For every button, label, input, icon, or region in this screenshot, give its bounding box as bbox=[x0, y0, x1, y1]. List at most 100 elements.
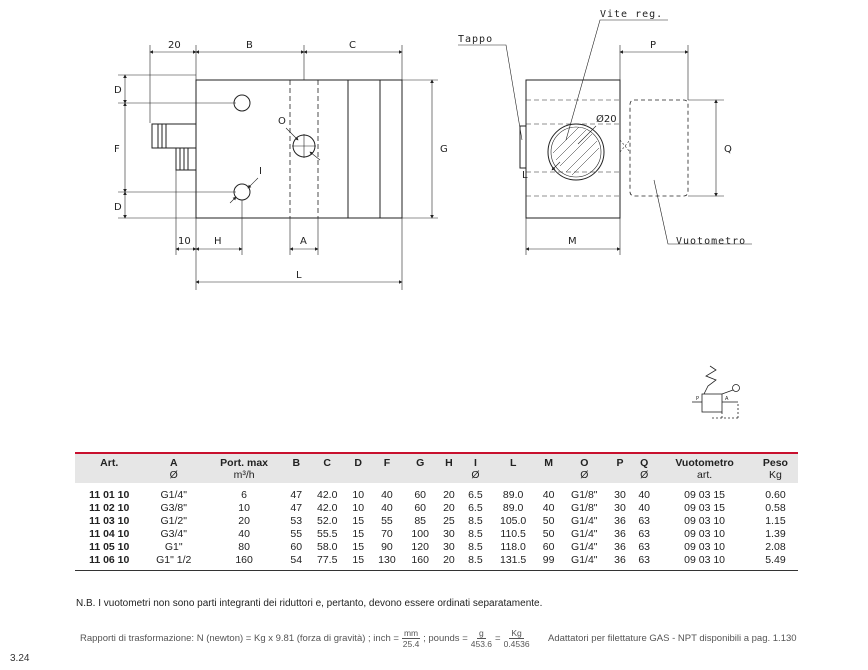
dim-c: C bbox=[349, 40, 356, 51]
table-cell: 36 bbox=[614, 515, 626, 527]
table-cell: 160 bbox=[235, 554, 253, 566]
dim-o: O bbox=[278, 116, 286, 127]
symbol-a-label: A bbox=[725, 396, 729, 402]
table-cell: G1/8" bbox=[571, 489, 598, 501]
column-header: D bbox=[346, 453, 370, 483]
table-cell: 110.5 bbox=[500, 528, 526, 540]
table-cell: 63 bbox=[638, 554, 651, 566]
table-cell: G1" bbox=[164, 541, 183, 553]
table-cell: 2.08 bbox=[765, 541, 786, 553]
table-cell: G1/4" bbox=[571, 554, 598, 566]
column-header-unit: Ø bbox=[580, 469, 589, 481]
fraction-pound-kg-den: 0.4536 bbox=[503, 639, 530, 649]
table-cell: 8.5 bbox=[468, 554, 483, 566]
table-cell: 5.49 bbox=[765, 554, 786, 566]
table-cell: 55.5 bbox=[317, 528, 338, 540]
column-header-unit: Ø bbox=[471, 469, 480, 481]
table-cell: 130 bbox=[378, 554, 396, 566]
table-cell: 40 bbox=[381, 489, 393, 501]
conversion-mid: ; pounds = bbox=[423, 633, 468, 644]
column-header-unit: m³/h bbox=[233, 469, 255, 481]
table-cell: 63 bbox=[638, 528, 651, 540]
fraction-inch-den: 25.4 bbox=[402, 639, 420, 649]
table-cell: 90 bbox=[381, 541, 393, 553]
column-header: P bbox=[608, 453, 632, 483]
table-cell: 15 bbox=[352, 528, 365, 540]
table-cell: 40 bbox=[542, 489, 555, 501]
dim-b: B bbox=[246, 40, 253, 51]
dim-a: A bbox=[300, 236, 307, 247]
table-cell: 47 bbox=[290, 502, 303, 514]
table-cell: 15 bbox=[352, 554, 365, 566]
column-header-label: L bbox=[509, 457, 517, 469]
column-header: F bbox=[370, 453, 403, 483]
column-header-unit bbox=[492, 469, 535, 481]
conversion-prefix: Rapporti di trasformazione: N (newton) =… bbox=[80, 633, 399, 644]
table-cell: 99 bbox=[542, 554, 555, 566]
table-note: N.B. I vuotometri non sono parti integra… bbox=[76, 598, 543, 609]
table-cell: 40 bbox=[542, 502, 555, 514]
column-header-unit bbox=[77, 469, 141, 481]
column-header-unit bbox=[372, 469, 401, 481]
column-header-unit bbox=[310, 469, 344, 481]
table-cell: 20 bbox=[443, 489, 455, 501]
table-cell: 0.60 bbox=[765, 489, 786, 501]
column-header-label: M bbox=[544, 457, 554, 469]
table-cell: 30 bbox=[614, 502, 626, 514]
table-cell: 8.5 bbox=[468, 528, 483, 540]
table-cell: 40 bbox=[238, 528, 250, 540]
table-cell: 20 bbox=[238, 515, 250, 527]
dim-q: Q bbox=[724, 144, 732, 155]
table-cell: 6 bbox=[241, 489, 248, 501]
dim-m: M bbox=[568, 236, 577, 247]
dim-p: P bbox=[650, 40, 656, 51]
column-header-unit: Ø bbox=[169, 469, 178, 481]
table-cell: 50 bbox=[542, 515, 555, 527]
table-cell: 09 03 15 bbox=[684, 502, 726, 514]
table-cell: 25 bbox=[443, 515, 455, 527]
table-cell: 20 bbox=[443, 502, 455, 514]
column-header-label: Q bbox=[640, 457, 649, 469]
column-header-unit bbox=[286, 469, 306, 481]
fraction-inch-num: mm bbox=[401, 628, 421, 639]
table-cell: 09 03 10 bbox=[684, 541, 726, 553]
table-cell: 53 bbox=[290, 515, 303, 527]
dim-l: L bbox=[296, 270, 302, 281]
fraction-pound-g-num: g bbox=[477, 628, 486, 639]
column-header-unit bbox=[610, 469, 630, 481]
table-cell: 63 bbox=[638, 541, 651, 553]
technical-drawing: 20 B C D F D G O I 10 H A L bbox=[114, 9, 752, 419]
column-header: H bbox=[437, 453, 461, 483]
column-header-label: Peso bbox=[762, 457, 788, 469]
front-view-labels: 20 B C D F D G O I 10 H A L bbox=[114, 40, 448, 281]
table-cell: 09 03 10 bbox=[684, 528, 726, 540]
column-header-unit: Ø bbox=[640, 469, 649, 481]
table-cell: 55 bbox=[381, 515, 393, 527]
table-cell: 105.0 bbox=[500, 515, 527, 527]
table-cell: G1/4" bbox=[160, 489, 187, 501]
column-header-label: P bbox=[616, 457, 624, 469]
table-cell: 42.0 bbox=[317, 502, 338, 514]
table-cell: 80 bbox=[238, 541, 250, 553]
table-cell: 36 bbox=[614, 554, 626, 566]
fraction-pound-kg: Kg 0.4536 bbox=[504, 628, 530, 649]
table-cell: 15 bbox=[352, 541, 365, 553]
table-cell: 6.5 bbox=[468, 502, 483, 514]
column-header: C bbox=[308, 453, 346, 483]
symbol-p-label: P bbox=[696, 396, 699, 402]
table-cell: 77.5 bbox=[317, 554, 338, 566]
dim-d-bottom: D bbox=[114, 202, 122, 213]
table-cell: 52.0 bbox=[317, 515, 338, 527]
dim-i: I bbox=[259, 166, 262, 177]
callout-tappo: Tappo bbox=[458, 34, 493, 45]
table-cell: 89.0 bbox=[502, 489, 524, 501]
table-cell: 100 bbox=[411, 528, 429, 540]
dim-h: H bbox=[214, 236, 222, 247]
